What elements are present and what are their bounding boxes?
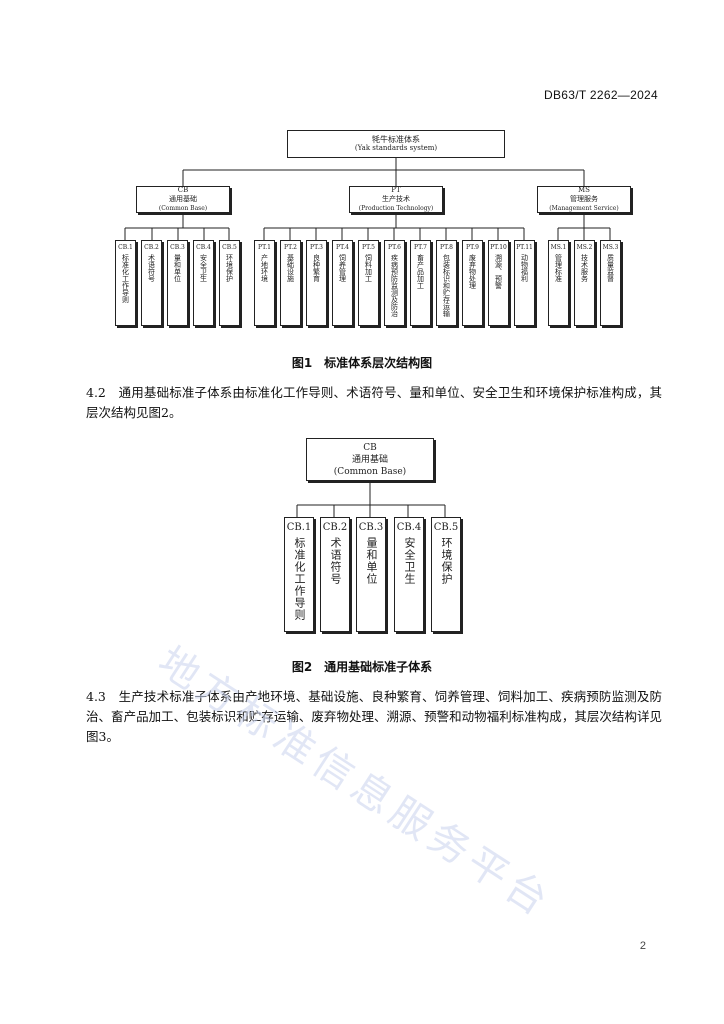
leaf-pt-4: PT.4 饲养管理 <box>332 240 353 326</box>
leaf-code: MS.2 <box>576 244 593 251</box>
leaf-code: CB.1 <box>118 244 133 251</box>
leaf-code: PT.9 <box>466 244 479 251</box>
fig2-leaf-cb-3: CB.3 量和单位 <box>356 517 386 632</box>
leaf-pt-6: PT.6 疾病预防监测及防治 <box>384 240 405 326</box>
group-cb-common-base: CB 通用基础 (Common Base) <box>136 186 230 213</box>
paragraph-4-2: 4.2 通用基础标准子体系由标准化工作导则、术语符号、量和单位、安全卫生和环境保… <box>86 385 662 420</box>
leaf-code: CB.3 <box>358 522 384 533</box>
leaf-text: 环境保护 <box>440 537 453 585</box>
leaf-text: 标准化工作导则 <box>293 537 306 621</box>
leaf-text: 术语符号 <box>147 254 156 282</box>
leaf-text: 饲养管理 <box>338 254 347 282</box>
group-subtitle: (Production Technology) <box>358 205 434 212</box>
leaf-text: 管理标准 <box>554 254 563 282</box>
leaf-text: 技术服务 <box>580 254 589 282</box>
leaf-code: PT.5 <box>362 244 375 251</box>
leaf-code: CB.5 <box>222 244 237 251</box>
leaf-code: MS.1 <box>550 244 567 251</box>
leaf-text: 基础设施 <box>286 254 295 282</box>
leaf-code: CB.5 <box>433 522 459 533</box>
leaf-text: 安全卫生 <box>199 254 208 282</box>
leaf-pt-2: PT.2 基础设施 <box>280 240 301 326</box>
leaf-cb-1: CB.1 标准化工作导则 <box>115 240 136 326</box>
leaf-cb-2: CB.2 术语符号 <box>141 240 162 326</box>
leaf-code: PT.6 <box>388 244 401 251</box>
leaf-text: 饲料加工 <box>364 254 373 282</box>
leaf-pt-3: PT.3 良种繁育 <box>306 240 327 326</box>
group-code: MS <box>578 186 590 194</box>
leaf-text: 疾病预防监测及防治 <box>390 254 399 317</box>
leaf-code: CB.4 <box>396 522 422 533</box>
leaf-cb-3: CB.3 量和单位 <box>167 240 188 326</box>
leaf-text: 畜产品加工 <box>416 254 425 289</box>
group-title: 管理服务 <box>570 195 598 203</box>
leaf-text: 动物福利 <box>520 254 529 282</box>
leaf-code: MS.3 <box>602 244 619 251</box>
leaf-pt-11: PT.11 动物福利 <box>514 240 535 326</box>
page-number: 2 <box>639 940 646 952</box>
leaf-cb-4: CB.4 安全卫生 <box>193 240 214 326</box>
leaf-text: 良种繁育 <box>312 254 321 282</box>
leaf-text: 量和单位 <box>365 537 378 585</box>
leaf-text: 量和单位 <box>173 254 182 282</box>
leaf-ms-3: MS.3 质量监督 <box>600 240 621 326</box>
group-subtitle: (Management Service) <box>549 205 619 212</box>
root-title: 通用基础 <box>351 454 388 465</box>
leaf-code: PT.7 <box>414 244 427 251</box>
fig2-leaf-cb-2: CB.2 术语符号 <box>320 517 350 632</box>
leaf-code: PT.11 <box>516 244 533 251</box>
group-title: 生产技术 <box>382 195 410 203</box>
leaf-pt-1: PT.1 产地环境 <box>254 240 275 326</box>
leaf-ms-1: MS.1 管理标准 <box>548 240 569 326</box>
standard-code: DB63/T 2262—2024 <box>544 88 658 102</box>
group-subtitle: (Common Base) <box>158 205 208 212</box>
group-code: PT <box>391 186 401 194</box>
group-ms-management-service: MS 管理服务 (Management Service) <box>537 186 631 213</box>
fig2-leaf-cb-1: CB.1 标准化工作导则 <box>284 517 314 632</box>
root-code: CB <box>363 442 377 453</box>
leaf-ms-2: MS.2 技术服务 <box>574 240 595 326</box>
fig2-leaf-cb-5: CB.5 环境保护 <box>431 517 461 632</box>
leaf-code: PT.8 <box>440 244 453 251</box>
leaf-code: PT.3 <box>310 244 323 251</box>
leaf-code: CB.2 <box>322 522 348 533</box>
group-title: 通用基础 <box>169 195 197 203</box>
leaf-text: 质量监督 <box>606 254 615 282</box>
leaf-code: PT.4 <box>336 244 349 251</box>
root-subtitle: (Common Base) <box>333 466 407 477</box>
leaf-cb-5: CB.5 环境保护 <box>219 240 240 326</box>
leaf-code: CB.2 <box>144 244 159 251</box>
leaf-code: CB.1 <box>286 522 312 533</box>
figure-1-caption: 图1 标准体系层次结构图 <box>291 356 433 370</box>
leaf-pt-8: PT.8 包装标识和贮存运输 <box>436 240 457 326</box>
root-title: 牦牛标准体系 <box>372 135 420 144</box>
leaf-text: 标准化工作导则 <box>121 254 130 303</box>
leaf-pt-10: PT.10 溯源、预警 <box>488 240 509 326</box>
leaf-code: PT.2 <box>284 244 297 251</box>
leaf-pt-5: PT.5 饲料加工 <box>358 240 379 326</box>
leaf-text: 溯源、预警 <box>494 254 503 289</box>
leaf-text: 包装标识和贮存运输 <box>442 254 451 317</box>
leaf-pt-9: PT.9 废弃物处理 <box>462 240 483 326</box>
leaf-text: 产地环境 <box>260 254 269 282</box>
leaf-text: 安全卫生 <box>403 537 416 585</box>
root-yak-standards-system: 牦牛标准体系 (Yak standards system) <box>287 130 505 158</box>
leaf-code: CB.3 <box>170 244 185 251</box>
leaf-code: CB.4 <box>196 244 211 251</box>
group-pt-production-technology: PT 生产技术 (Production Technology) <box>349 186 443 213</box>
figure-2-caption: 图2 通用基础标准子体系 <box>291 660 433 674</box>
leaf-text: 废弃物处理 <box>468 254 477 289</box>
root-subtitle: (Yak standards system) <box>354 144 438 152</box>
fig2-leaf-cb-4: CB.4 安全卫生 <box>394 517 424 632</box>
leaf-code: PT.1 <box>258 244 271 251</box>
fig2-root-cb-common-base: CB 通用基础 (Common Base) <box>306 438 434 481</box>
leaf-text: 术语符号 <box>329 537 342 585</box>
leaf-text: 环境保护 <box>225 254 234 282</box>
leaf-pt-7: PT.7 畜产品加工 <box>410 240 431 326</box>
leaf-code: PT.10 <box>490 244 507 251</box>
paragraph-4-3: 4.3 生产技术标准子体系由产地环境、基础设施、良种繁育、饲养管理、饲料加工、疾… <box>86 689 662 744</box>
group-code: CB <box>177 186 189 194</box>
